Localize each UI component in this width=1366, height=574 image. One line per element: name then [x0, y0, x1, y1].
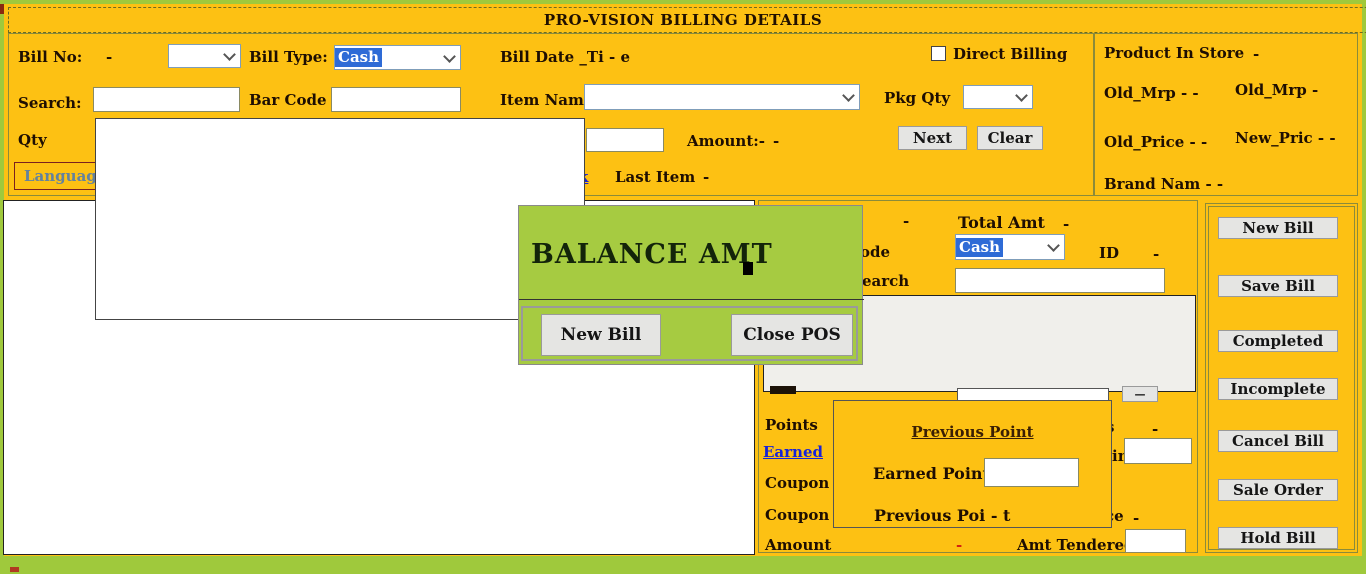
status-red-dash [10, 567, 19, 572]
product-in-store-value: - [1253, 45, 1260, 63]
bill-type-selected-value: Cash [335, 48, 383, 67]
payment-panel [758, 200, 1198, 553]
open-dropdown-list-overlay[interactable] [95, 118, 585, 320]
amount-bottom-value: - [956, 536, 963, 554]
mini-dash-button[interactable]: — [1122, 386, 1158, 402]
hold-bill-button[interactable]: Hold Bill [1218, 527, 1338, 549]
hidden-text-cut-mark [770, 386, 796, 394]
previous-point-dialog: Previous Point Earned Point Previous Poi… [833, 400, 1112, 528]
coupon-label-2: Coupon [765, 506, 830, 524]
cancel-bill-button[interactable]: Cancel Bill [1218, 430, 1338, 452]
dialog-button-tray: New Bill Close POS [521, 306, 858, 361]
chevron-down-icon [1047, 239, 1060, 252]
bill-no-value: - [106, 48, 113, 66]
balance-value-fragment: - [1133, 509, 1140, 527]
old-mrp-left-label: Old_Mrp - - [1104, 84, 1199, 102]
qty-label: Qty [18, 131, 47, 149]
payment-mode-selected-value: Cash [956, 237, 1004, 257]
amt-tendered-label: Amt Tendered [1017, 536, 1135, 554]
previous-point-dialog-title: Previous Point [911, 423, 1034, 441]
window-title: PRO-VISION BILLING DETAILS [8, 7, 1366, 33]
old-price-label: Old_Price - - [1104, 133, 1208, 151]
bill-no-combobox[interactable] [168, 44, 241, 68]
language-button-label: Language [24, 167, 107, 185]
balance-amt-title: BALANCE AMT [531, 239, 773, 270]
coupon-label-1: Coupon [765, 474, 830, 492]
product-in-store-panel [1094, 33, 1358, 196]
balance-amt-cursor-square [743, 262, 753, 275]
dialog-divider [519, 299, 864, 300]
bill-type-combobox[interactable]: Cash [334, 45, 461, 70]
chevron-down-icon [842, 89, 855, 102]
last-item-value: - [703, 168, 710, 186]
id-label: ID [1099, 244, 1120, 262]
amount-label: Amount:- [687, 132, 766, 150]
chevron-down-icon [223, 48, 236, 61]
points-fragment-s-value: - [1152, 420, 1159, 438]
dialog-close-pos-button[interactable]: Close POS [731, 314, 853, 356]
amt-tendered-input[interactable] [1125, 529, 1186, 553]
last-item-label: Last Item [615, 168, 696, 186]
mode-label-fragment: ode [860, 243, 891, 261]
direct-billing-checkbox[interactable] [931, 46, 946, 61]
bill-date-label: Bill Date _Ti - e [500, 48, 630, 66]
customer-search-label-fragment: earch [862, 272, 910, 290]
search-input[interactable] [93, 87, 240, 112]
item-name-label: Item Name [500, 91, 594, 109]
save-bill-button[interactable]: Save Bill [1218, 275, 1338, 297]
points-label: Points [765, 416, 818, 434]
window-corner-mark [0, 4, 4, 14]
previous-point-label: Previous Poi - t [874, 506, 1011, 525]
item-name-combobox[interactable] [584, 84, 860, 110]
old-mrp-right-label: Old_Mrp - [1235, 81, 1319, 99]
next-button[interactable]: Next [898, 126, 967, 150]
id-value: - [1153, 245, 1160, 263]
total-amt-value: - [1063, 215, 1070, 233]
balance-amt-dialog: BALANCE AMT New Bill Close POS [518, 205, 864, 365]
brand-name-label: Brand Nam - - [1104, 175, 1224, 193]
payment-mode-combobox[interactable]: Cash [955, 234, 1065, 260]
amount-value: - [773, 132, 780, 150]
point-input[interactable] [1124, 438, 1192, 464]
earned-point-link[interactable]: Earned [763, 443, 823, 461]
incomplete-button[interactable]: Incomplete [1218, 378, 1338, 400]
total-amt-label: Total Amt [958, 213, 1045, 232]
actions-panel [1205, 203, 1358, 553]
search-label: Search: [18, 94, 82, 112]
bar-code-label: Bar Code [249, 91, 327, 109]
sale-order-button[interactable]: Sale Order [1218, 479, 1338, 501]
new-bill-button[interactable]: New Bill [1218, 217, 1338, 239]
payment-top-value: - [903, 212, 910, 230]
clear-button[interactable]: Clear [977, 126, 1043, 150]
bill-type-label: Bill Type: [249, 48, 328, 66]
product-in-store-label: Product In Store [1104, 44, 1245, 62]
amount-bottom-label: Amount [765, 536, 832, 554]
pkg-qty-label: Pkg Qty [884, 89, 951, 107]
dialog-new-bill-button[interactable]: New Bill [541, 314, 661, 356]
bar-code-input[interactable] [331, 87, 461, 112]
completed-button[interactable]: Completed [1218, 330, 1338, 352]
earned-point-label: Earned Point [873, 464, 990, 483]
chevron-down-icon [443, 49, 456, 63]
chevron-down-icon [1015, 89, 1028, 102]
direct-billing-label: Direct Billing [953, 45, 1068, 63]
earned-point-input[interactable] [984, 458, 1079, 487]
customer-search-input[interactable] [955, 268, 1165, 293]
new-price-label: New_Pric - - [1235, 129, 1336, 147]
bill-no-label: Bill No: [18, 48, 83, 66]
qty-input[interactable] [586, 128, 664, 152]
pkg-qty-combobox[interactable] [963, 85, 1033, 109]
